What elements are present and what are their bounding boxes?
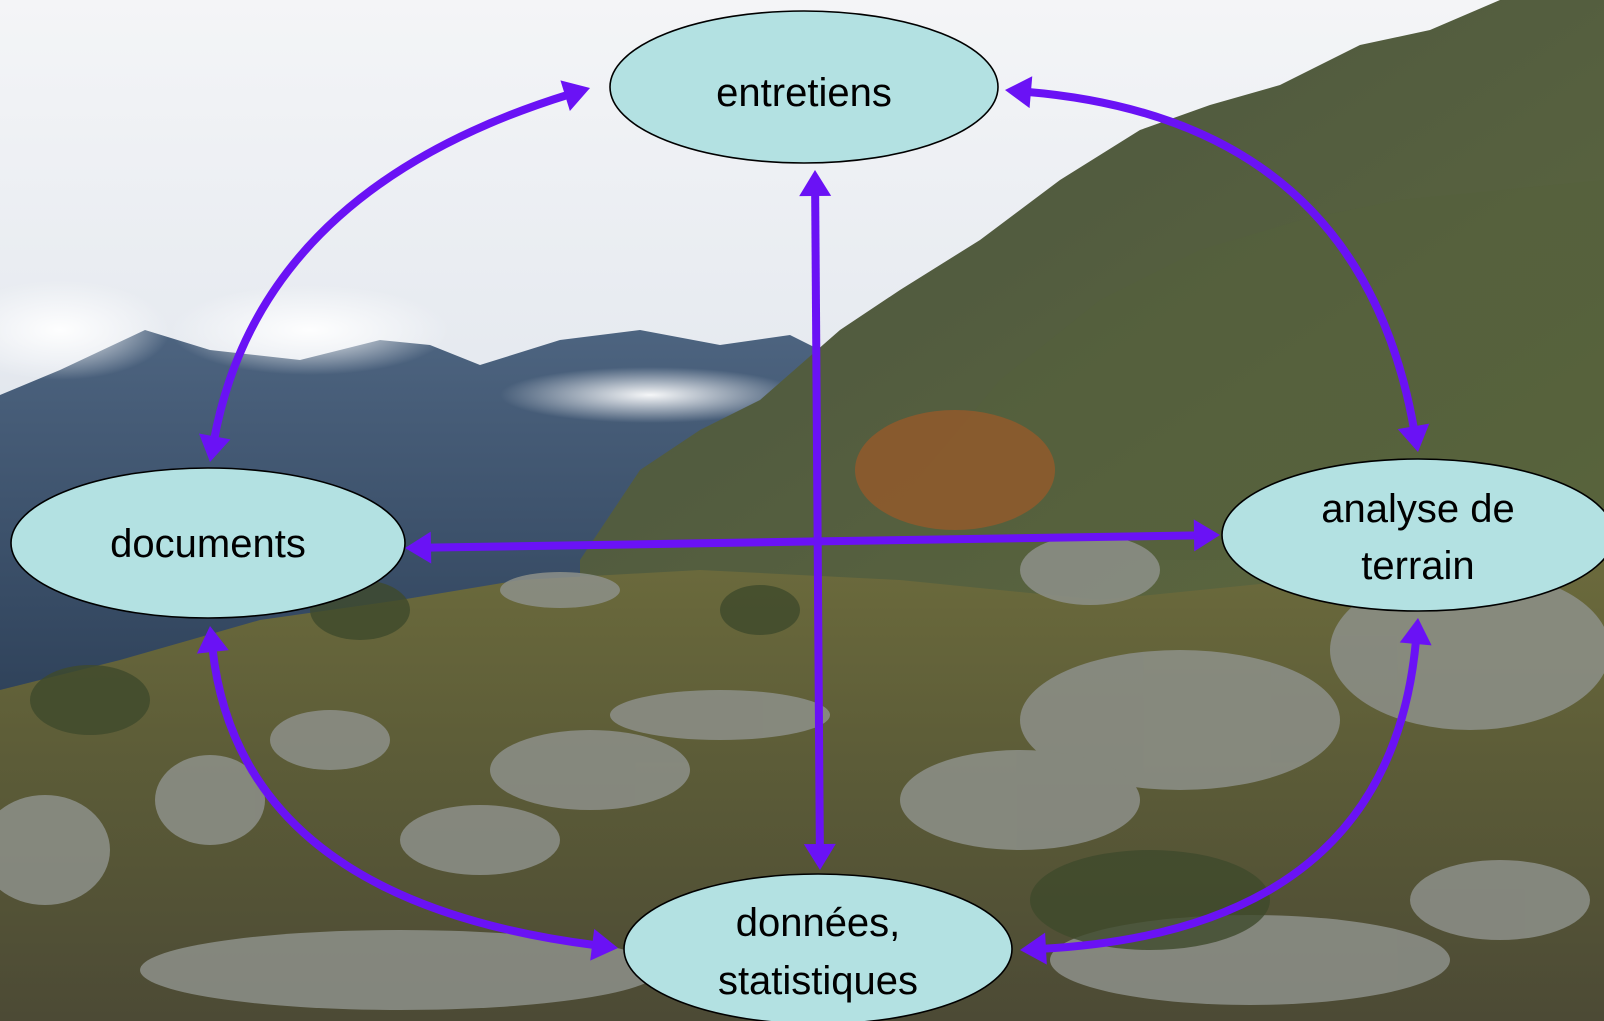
node-analyse-label-line1: analyse de bbox=[1321, 487, 1514, 531]
node-donnees-label-line2: statistiques bbox=[718, 959, 918, 1003]
node-donnees-label-line1: données, bbox=[736, 901, 901, 945]
cloud bbox=[500, 367, 800, 423]
cloud bbox=[170, 285, 450, 375]
node-entretiens: entretiens bbox=[609, 10, 999, 164]
arrow-entretiens-documents-head-end bbox=[560, 80, 590, 111]
arrow-documents-analyse-head-start bbox=[405, 531, 432, 564]
arrow-documents-donnees-head-start bbox=[196, 626, 229, 654]
arrow-entretiens-documents-head-start bbox=[198, 433, 231, 462]
arrow-analyse-donnees-head-start bbox=[1399, 618, 1432, 646]
node-analyse-de-terrain: analyse de terrain bbox=[1221, 458, 1604, 612]
rocks bbox=[0, 535, 1604, 1010]
arrow-documents-donnees-head-end bbox=[590, 928, 618, 961]
arrow-entretiens-analyse-head-start bbox=[1005, 76, 1033, 109]
arrow-entretiens-donnees-shaft bbox=[811, 191, 824, 849]
node-entretiens-shape bbox=[609, 10, 999, 164]
arrow-documents-analyse-shaft bbox=[426, 531, 1199, 552]
arrow-analyse-donnees bbox=[1020, 618, 1432, 965]
arrow-documents-donnees bbox=[196, 626, 618, 961]
autumn-tree bbox=[855, 410, 1055, 530]
arrow-documents-analyse-head-end bbox=[1193, 519, 1220, 552]
node-donnees-statistiques: données, statistiques bbox=[623, 873, 1013, 1021]
arrow-documents-donnees-shaft bbox=[208, 647, 597, 950]
shrubs bbox=[30, 580, 1270, 950]
arrow-entretiens-donnees bbox=[799, 170, 836, 870]
node-donnees-shape bbox=[623, 873, 1013, 1021]
arrow-entretiens-donnees-head-end bbox=[803, 843, 836, 870]
arrow-analyse-donnees-shaft bbox=[1041, 639, 1421, 953]
arrow-entretiens-analyse bbox=[1005, 76, 1430, 452]
arrow-entretiens-documents-shaft bbox=[210, 90, 571, 442]
arrow-documents-analyse bbox=[405, 519, 1220, 564]
arrow-entretiens-donnees-head-start bbox=[799, 170, 832, 197]
node-documents-shape bbox=[10, 467, 406, 619]
arrows-layer bbox=[196, 76, 1432, 965]
cloud bbox=[0, 280, 170, 380]
node-analyse-shape bbox=[1221, 458, 1604, 612]
arrow-entretiens-documents bbox=[198, 80, 590, 462]
arrow-entretiens-analyse-head-end bbox=[1397, 423, 1430, 452]
node-analyse-label-line2: terrain bbox=[1361, 544, 1474, 588]
node-entretiens-label: entretiens bbox=[716, 71, 892, 115]
arrow-analyse-donnees-head-end bbox=[1020, 932, 1047, 965]
arrow-entretiens-analyse-shaft bbox=[1026, 87, 1419, 432]
node-documents: documents bbox=[10, 467, 406, 619]
node-documents-label: documents bbox=[110, 522, 306, 566]
